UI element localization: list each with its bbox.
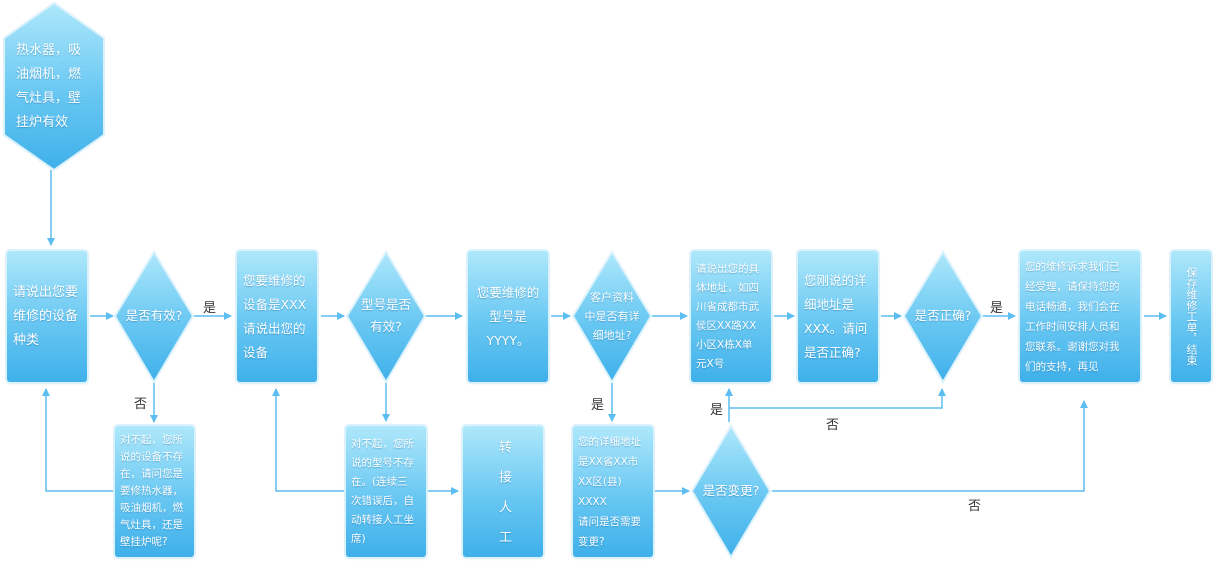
node-ask-address-text: 请说出您的具 体地址，如四 川省成都市武 侯区XX路XX 小区X栋X单 元X号 <box>696 262 759 370</box>
node-save-end: 保存维修工单，结束 <box>1171 251 1211 382</box>
node-accepted-text: 您的维修诉求我们已 经受理，请保持您的 电话畅通，我们会在 工作时间安排人员和 … <box>1025 260 1120 373</box>
start-node: 热水器，吸 油烟机，燃 气灶具，壁 挂炉有效 <box>16 43 82 130</box>
node-model-invalid-text: 对不起，您所 说的型号不存 在。(连续三 次错误后，自 动转接人工坐 席) <box>351 437 414 545</box>
edge-change-no <box>772 400 1088 492</box>
diamond-address-correct <box>902 250 984 384</box>
node-ask-address: 请说出您的具 体地址，如四 川省成都市武 侯区XX路XX 小区X栋X单 元X号 <box>691 251 771 382</box>
node-transfer-agent-text: 转 接 人 工 <box>496 439 511 544</box>
edge-correct-no <box>729 388 946 409</box>
node-accepted: 您的维修诉求我们已 经受理，请保持您的 电话畅通，我们会在 工作时间安排人员和 … <box>1020 251 1140 382</box>
node-confirm-model: 您要维修的 型号是 YYYY。 <box>468 251 548 382</box>
node-save-end-text: 保存维修工单，结束 <box>1185 267 1198 366</box>
label-correct-yes: 是 <box>990 301 1004 316</box>
node-address-known: 您的详细地址 是XX省XX市 XX区(县) XXXX 请问是否需要 变更? <box>573 426 653 557</box>
decision-device-valid: 是否有效? <box>125 308 183 323</box>
node-confirm-model-text: 您要维修的 型号是 YYYY。 <box>476 284 540 348</box>
node-ask-device-text: 请说出您要 维修的设备 种类 <box>13 284 79 348</box>
label-device-yes: 是 <box>203 301 217 316</box>
node-model-invalid: 对不起，您所 说的型号不存 在。(连续三 次错误后，自 动转接人工坐 席) <box>346 426 426 557</box>
node-address-known-text: 您的详细地址 是XX省XX市 XX区(县) XXXX 请问是否需要 变更? <box>578 435 641 548</box>
node-confirm-device-text: 您要维修的 设备是XXX 请说出您的 设备 <box>243 272 307 360</box>
diamond-change-address <box>690 424 772 559</box>
decision-has-address: 客户资料 中是否有详 细地址? <box>584 290 640 342</box>
diamond-has-address <box>571 250 653 384</box>
label-change-yes: 是 <box>710 403 724 418</box>
node-ask-device: 请说出您要 维修的设备 种类 <box>7 251 87 382</box>
diamond-device-valid <box>113 250 195 384</box>
node-transfer-agent: 转 接 人 工 <box>463 426 543 557</box>
diamond-model-valid <box>345 250 427 384</box>
label-change-no: 否 <box>968 499 982 514</box>
node-device-invalid: 对不起，您所 说的设备不存 在，请问您是 要修热水器， 吸油烟机，燃 气灶具，还… <box>115 426 194 557</box>
label-address-data-yes: 是 <box>591 398 605 413</box>
label-device-no: 否 <box>134 397 148 412</box>
edge-device-invalid-loop <box>42 388 113 492</box>
node-confirm-address: 您刚说的详 细地址是 XXX。请问 是否正确? <box>798 251 878 382</box>
decision-model-valid: 型号是否 有效? <box>360 297 411 334</box>
node-device-invalid-text: 对不起，您所 说的设备不存 在，请问您是 要修热水器， 吸油烟机，燃 气灶具，还… <box>120 434 183 548</box>
edge-model-invalid-loop <box>272 388 344 492</box>
label-correct-no: 否 <box>826 418 840 433</box>
decision-change-address: 是否变更? <box>702 483 760 498</box>
node-confirm-device: 您要维修的 设备是XXX 请说出您的 设备 <box>237 251 317 382</box>
decision-address-correct: 是否正确? <box>914 308 972 323</box>
start-hexagon <box>3 1 105 172</box>
node-confirm-address-text: 您刚说的详 细地址是 XXX。请问 是否正确? <box>804 272 868 360</box>
